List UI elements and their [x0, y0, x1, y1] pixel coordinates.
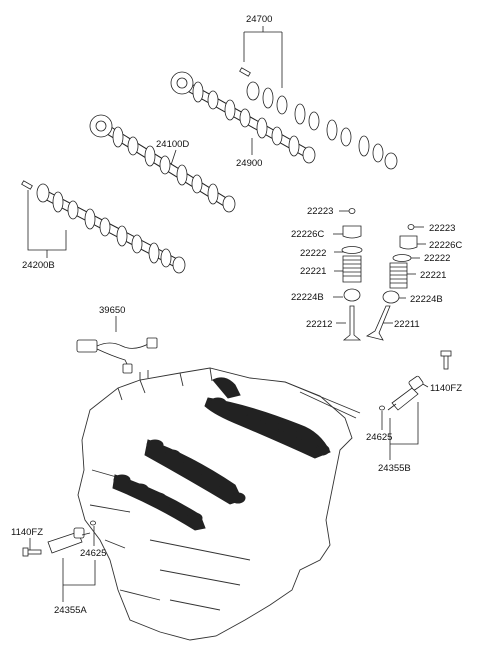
installed-camshafts: [112, 377, 331, 531]
label-22223-left: 22223: [307, 206, 333, 217]
oil-control-valve-24355a: [22, 520, 96, 557]
label-24355b: 24355B: [378, 463, 411, 474]
label-22224b-left: 22224B: [291, 292, 324, 303]
label-24700: 24700: [246, 14, 272, 25]
label-22221-left: 22221: [300, 266, 326, 277]
label-24355a: 24355A: [54, 605, 87, 616]
label-24200b: 24200B: [22, 260, 55, 271]
oil-control-valve-24355b: [379, 350, 452, 411]
label-24625-right: 24625: [366, 432, 392, 443]
camshaft-24100d: [89, 114, 236, 213]
label-22212: 22212: [306, 319, 332, 330]
camshaft-24900: [170, 71, 316, 164]
label-1140fz-left: 1140FZ: [11, 527, 43, 538]
label-22222-right: 22222: [424, 253, 450, 264]
label-24100d: 24100D: [156, 139, 189, 150]
camshaft-24200b: [21, 180, 186, 274]
cylinder-head: [77, 367, 361, 641]
leader-lines: [27, 26, 429, 602]
label-24900: 24900: [236, 158, 262, 169]
label-39650: 39650: [99, 305, 125, 316]
label-22223-right: 22223: [429, 223, 455, 234]
valve-assembly-left: [341, 208, 363, 341]
label-1140fz-right: 1140FZ: [430, 383, 462, 394]
valve-assembly-right: [365, 224, 418, 341]
label-22222-left: 22222: [300, 248, 326, 259]
camshaft-24700: [239, 67, 398, 170]
label-22221-right: 22221: [420, 270, 446, 281]
label-22224b-right: 22224B: [410, 294, 443, 305]
label-22226c-left: 22226C: [291, 229, 324, 240]
label-22226c-right: 22226C: [429, 240, 462, 251]
label-24625-left: 24625: [80, 548, 106, 559]
wiring-harness-39650: [76, 337, 158, 374]
label-22211: 22211: [394, 319, 420, 330]
